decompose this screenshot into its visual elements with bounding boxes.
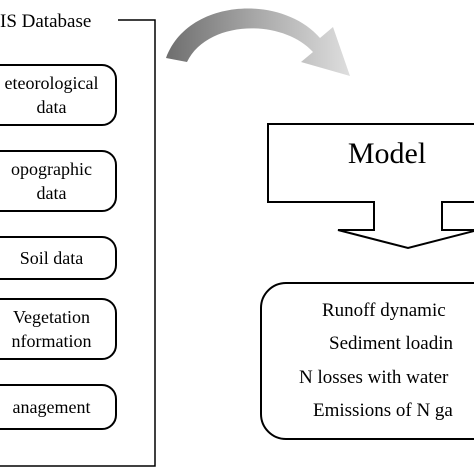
output-n-losses-water: N losses with water: [299, 367, 449, 388]
soil-data-line1: Soil data: [19, 248, 84, 268]
topographic-data-box: opographic data: [0, 150, 117, 212]
database-title: IS Database: [0, 10, 96, 34]
soil-data-box: Soil data: [0, 236, 117, 280]
curved-arrow-icon: [166, 8, 350, 77]
output-runoff-dynamics: Runoff dynamic: [322, 300, 446, 321]
output-emissions-n-gas: Emissions of N ga: [313, 400, 453, 421]
vegetation-information-line1: Vegetation: [13, 307, 90, 327]
meteorological-data-box: eteorological data: [0, 64, 117, 126]
outputs-box: [260, 282, 474, 440]
model-label: Model: [347, 137, 427, 170]
output-sediment-loading: Sediment loadin: [329, 333, 454, 354]
vegetation-information-box: Vegetation nformation: [0, 298, 117, 360]
meteorological-data-line2: data: [36, 97, 67, 117]
topographic-data-line2: data: [36, 183, 67, 203]
meteorological-data-line1: eteorological: [4, 73, 99, 93]
database-bracket: [0, 19, 156, 467]
management-box: anagement: [0, 384, 117, 430]
model-arrow-shape: [267, 123, 474, 250]
topographic-data-line1: opographic: [11, 159, 92, 179]
vegetation-information-line2: nformation: [11, 331, 92, 351]
management-line1: anagement: [12, 397, 91, 417]
